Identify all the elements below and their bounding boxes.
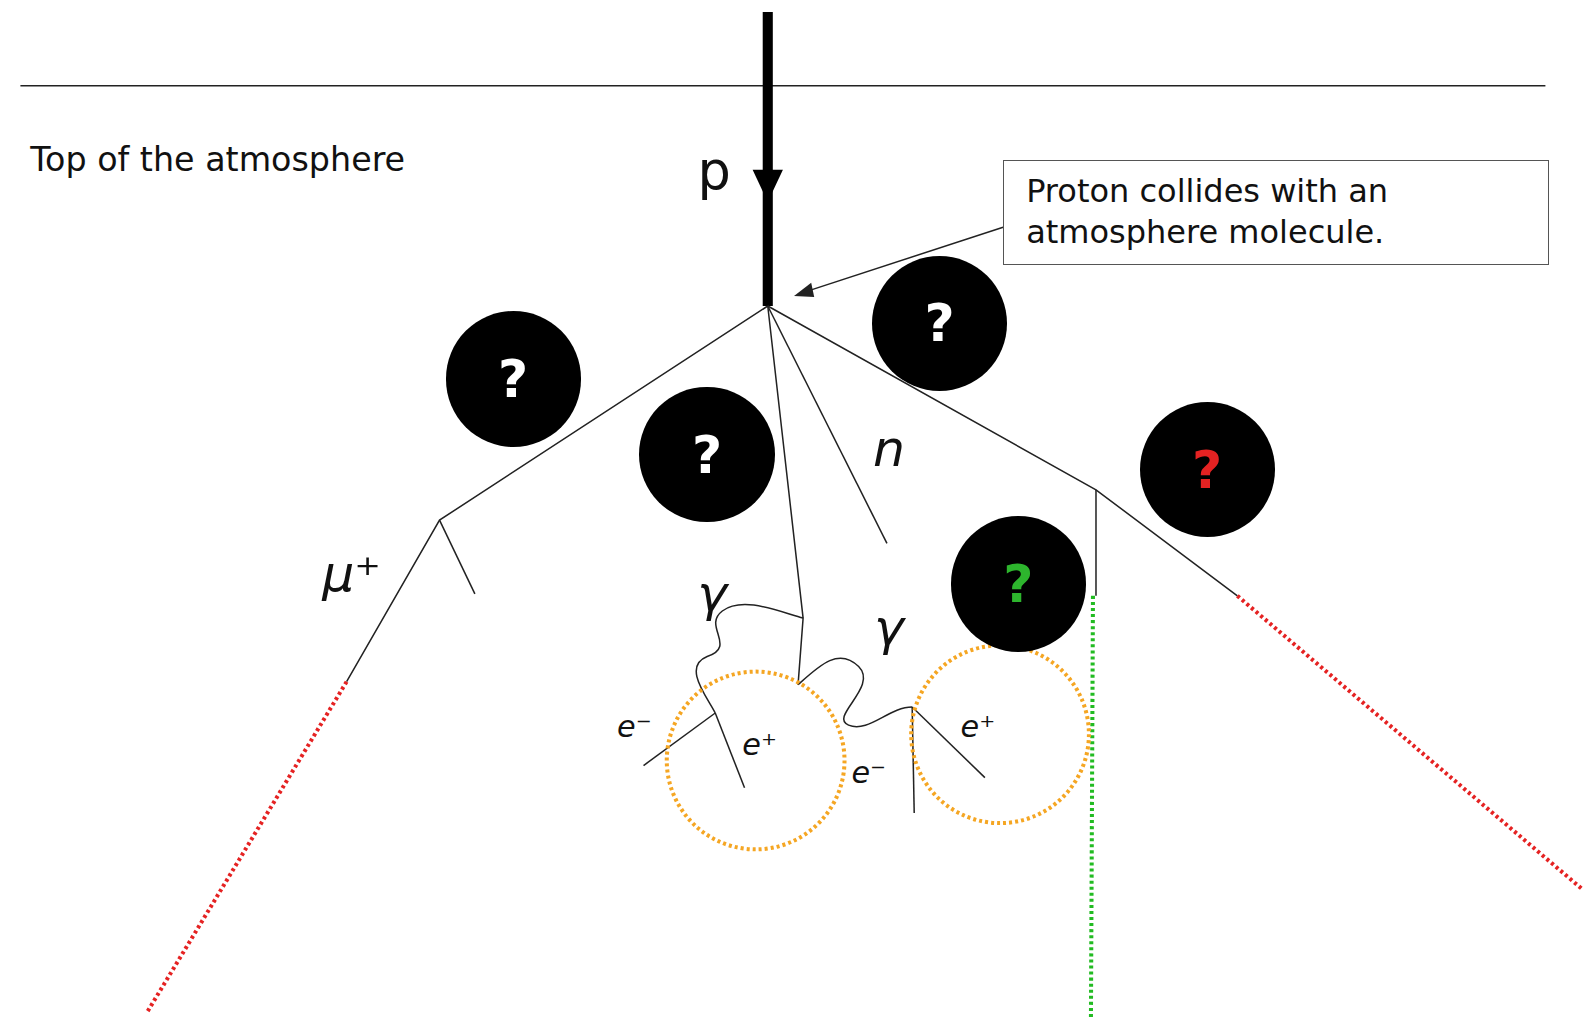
pair-circle [667, 672, 845, 850]
particle-label: e⁻ [851, 758, 886, 788]
question-mark: ? [1192, 444, 1222, 496]
particle-label: e⁺ [961, 712, 996, 742]
question-mark: ? [692, 429, 722, 481]
particle-label: e⁻ [617, 712, 652, 742]
particle-label: n [873, 424, 905, 475]
question-circle: ? [951, 516, 1086, 651]
particle-label: μ⁺ [322, 549, 381, 600]
atmosphere-line [20, 85, 1545, 87]
leader-arrowhead [794, 283, 814, 297]
question-mark: ? [924, 297, 954, 349]
particle-tracks [347, 306, 1238, 813]
particle-label: e⁺ [742, 730, 777, 760]
proton-track [763, 12, 773, 306]
question-circle: ? [446, 311, 581, 446]
callout-box: Proton collides with an atmosphere molec… [1003, 160, 1549, 265]
heading-label: Top of the atmosphere [30, 143, 405, 176]
particle-label: p [698, 145, 731, 198]
red-dotted-track [147, 682, 347, 1013]
question-mark: ? [1003, 558, 1033, 610]
question-mark: ? [498, 353, 528, 405]
callout-text: Proton collides with an atmosphere molec… [1026, 171, 1526, 254]
question-circle: ? [639, 387, 774, 522]
pair-circle [911, 645, 1089, 823]
question-circle: ? [872, 256, 1007, 391]
proton-arrowhead [753, 170, 783, 202]
green-dotted-track [1091, 596, 1093, 1017]
red-dotted-track [1237, 596, 1581, 889]
particle-label: γ [697, 569, 727, 620]
particle-label: γ [874, 603, 904, 654]
question-circle: ? [1140, 402, 1275, 537]
